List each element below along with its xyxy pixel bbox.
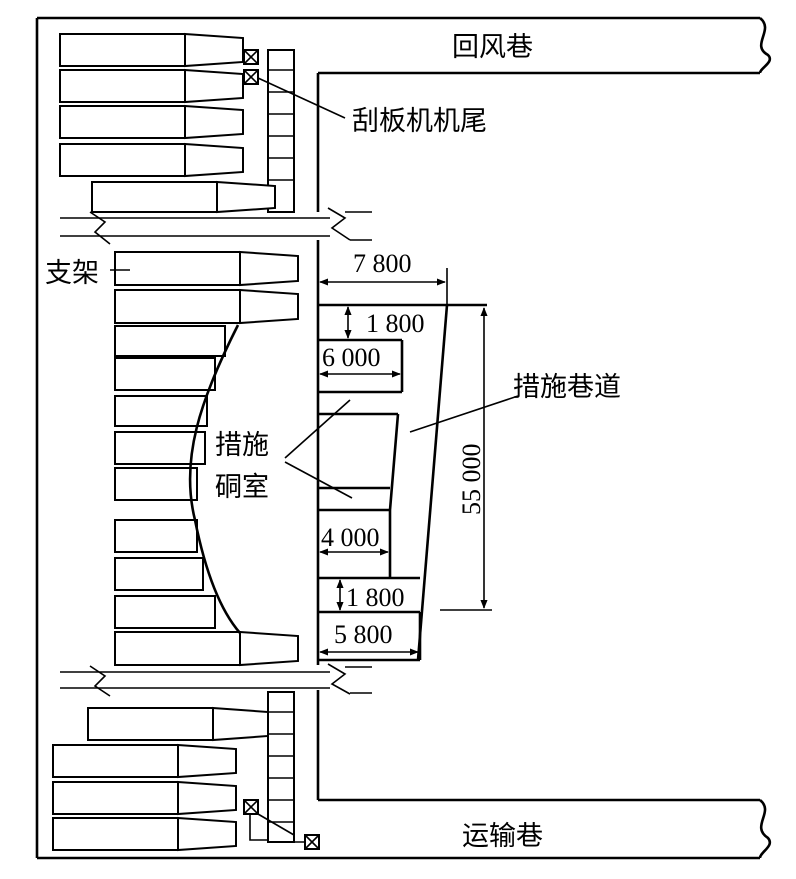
return-airway [37,16,772,75]
haulage-roadway-label: 运输巷 [462,821,543,852]
dim-5800-text: 5 800 [334,620,393,649]
dim-4000-text: 4 000 [321,523,380,552]
dim-55000-text: 55 000 [457,444,486,516]
leader-conveyor-tail [257,77,346,119]
dim-1800-bottom-text: 1 800 [346,583,405,612]
haulage-roadway [37,798,772,860]
measure-roadway-label: 措施巷道 [513,372,621,403]
support-label: 支架 [45,258,99,289]
leader-chamber-upper [284,399,351,459]
return-airway-label: 回风巷 [452,32,533,63]
break-line-lower [60,663,372,697]
support-group-top [59,32,276,214]
support-group-middle [114,250,299,667]
conveyor-tail-drive [243,49,259,85]
conveyor-column-lower [267,691,295,843]
leader-measure-roadway [409,395,519,433]
support-group-bottom [52,706,269,852]
conveyor-tail-label: 刮板机机尾 [352,106,487,137]
chamber-label-line2: 硐室 [215,472,269,503]
dim-7800-text: 7 800 [353,249,412,278]
break-line-upper [60,207,372,245]
measure-roadway-outline [318,303,487,662]
face-curve [188,324,241,634]
leader-chamber-lower [284,461,353,499]
dim-6000-text: 6 000 [322,343,381,372]
dim-1800-top-text: 1 800 [366,309,425,338]
chamber-label-line1: 措施 [215,430,269,461]
conveyor-head-drive [243,799,320,850]
